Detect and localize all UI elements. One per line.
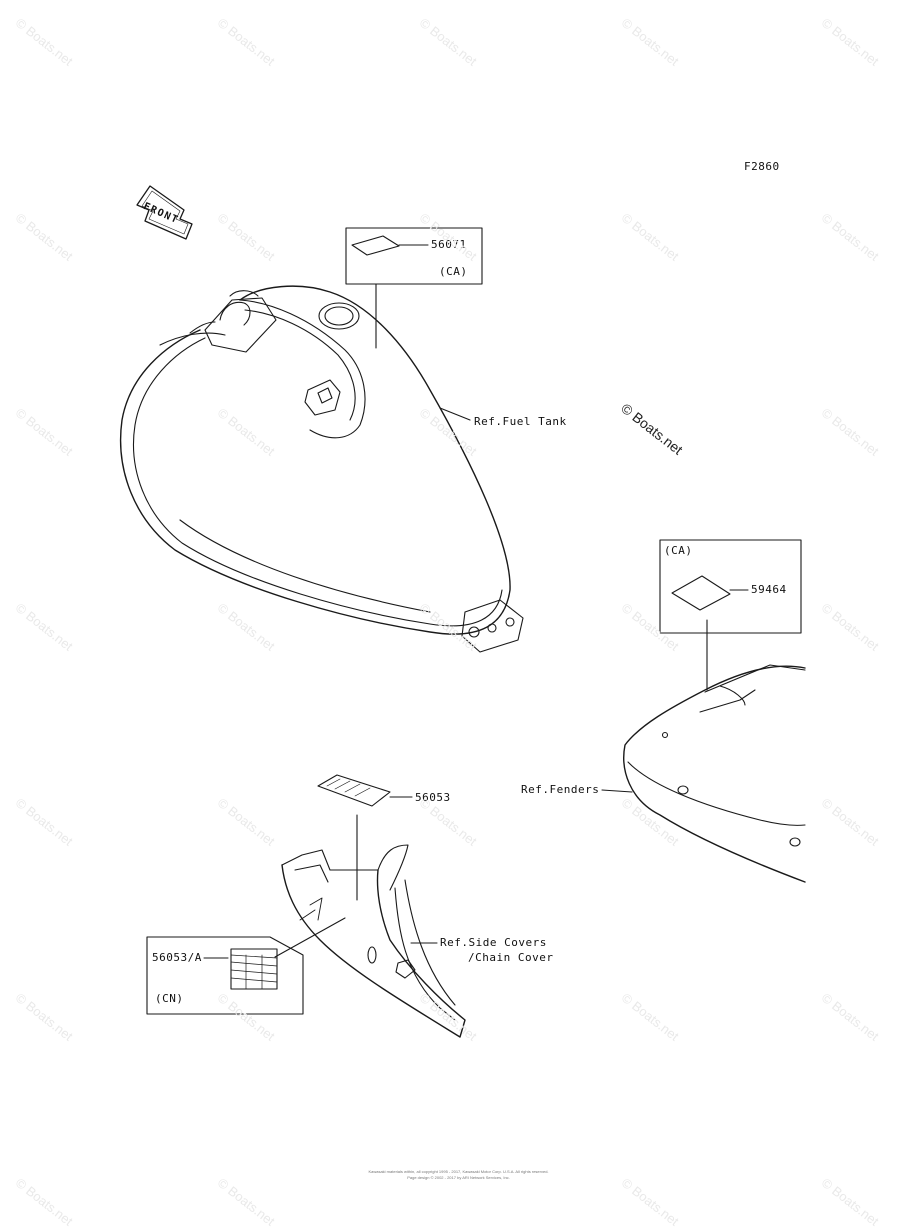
ref-fenders: Ref.Fenders [521, 783, 600, 796]
decal-59464-icon [671, 575, 731, 611]
front-arrow-icon [136, 185, 193, 240]
part-number-56053: 56053 [415, 791, 451, 804]
part-number-59464: 59464 [751, 583, 787, 596]
decal-56071-icon [351, 235, 400, 256]
ref-chain-cover: /Chain Cover [468, 951, 554, 964]
ref-side-covers: Ref.Side Covers [440, 936, 547, 949]
variant-59464: (CA) [664, 544, 693, 557]
part-number-56071: 56071 [431, 238, 467, 251]
fender-drawing [623, 664, 806, 883]
leader-56053a [274, 917, 346, 958]
label-box-59464 [659, 539, 802, 634]
decal-56053-icon [317, 774, 391, 807]
label-box-56053a [146, 936, 304, 1015]
variant-56071: (CA) [439, 265, 468, 278]
footer-copyright: Kawasaki materials within, all copyright… [368, 1169, 549, 1174]
fuel-tank-drawing [119, 285, 524, 653]
footer-design-credit: Page design © 2002 - 2017 by ARI Network… [407, 1175, 510, 1180]
part-number-56053a: 56053/A [152, 951, 202, 964]
variant-56053a: (CN) [155, 992, 184, 1005]
leader-fenders [601, 789, 633, 793]
decal-56053a-icon [230, 948, 278, 990]
figure-code: F2860 [744, 160, 780, 173]
parts-diagram [119, 185, 806, 1038]
side-cover-drawing [281, 844, 466, 1038]
label-box-56071 [345, 227, 483, 285]
ref-fuel-tank: Ref.Fuel Tank [474, 415, 567, 428]
leader-fuel-tank [439, 407, 471, 421]
